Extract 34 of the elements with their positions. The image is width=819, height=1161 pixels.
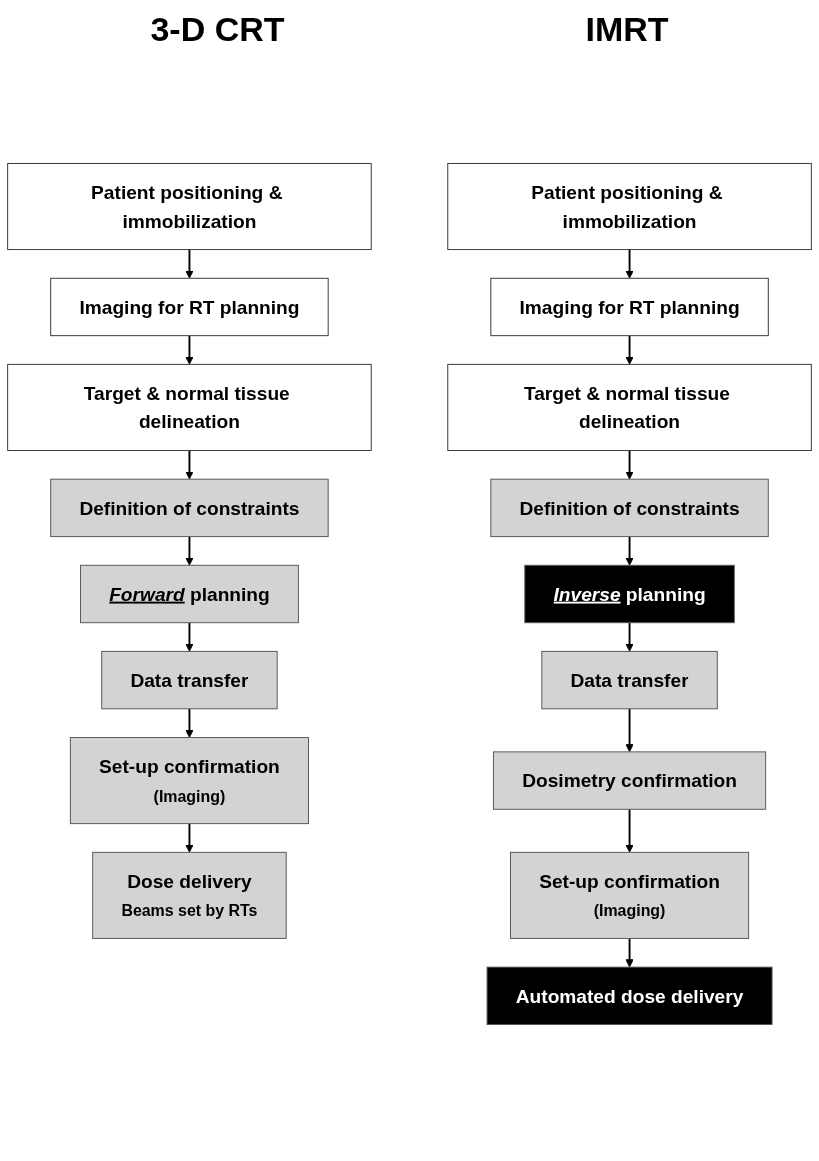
arrow — [625, 808, 634, 853]
node-box: Target & normal tissue delineation — [447, 363, 812, 451]
arrow — [185, 707, 194, 738]
node-box: Dose delivery Beams set by RTs — [92, 851, 287, 939]
arrow — [625, 449, 634, 480]
node-box: Imaging for RT planning — [490, 277, 769, 337]
arrow — [185, 248, 194, 279]
arrow — [185, 449, 194, 480]
arrow — [625, 248, 634, 279]
arrow — [625, 621, 634, 652]
arrow — [185, 621, 194, 652]
node-box: Data transfer — [101, 650, 278, 710]
node-box: Patient positioning & immobilization — [447, 162, 812, 251]
node-box: Imaging for RT planning — [50, 277, 329, 337]
arrow — [185, 535, 194, 566]
node-box: Inverse planning — [524, 564, 735, 624]
node-box: Definition of constraints — [490, 478, 769, 538]
node-box: Patient positioning & immobilization — [7, 162, 372, 251]
node-box: Data transfer — [541, 650, 718, 710]
node-box: Set-up confirmation (Imaging) — [510, 851, 750, 939]
column-heading: 3-D CRT — [150, 10, 285, 49]
node-box: Definition of constraints — [50, 478, 329, 538]
node-box: Set-up confirmation (Imaging) — [69, 737, 309, 825]
arrow — [625, 707, 634, 753]
arrow — [185, 822, 194, 853]
arrow — [625, 334, 634, 365]
node-box: Target & normal tissue delineation — [7, 363, 372, 451]
arrow — [625, 535, 634, 566]
arrow — [185, 334, 194, 365]
column-heading: IMRT — [585, 10, 669, 49]
arrow — [625, 937, 634, 968]
node-box: Automated dose delivery — [486, 966, 773, 1026]
node-box: Forward planning — [80, 564, 299, 624]
node-box: Dosimetry confirmation — [492, 751, 767, 810]
